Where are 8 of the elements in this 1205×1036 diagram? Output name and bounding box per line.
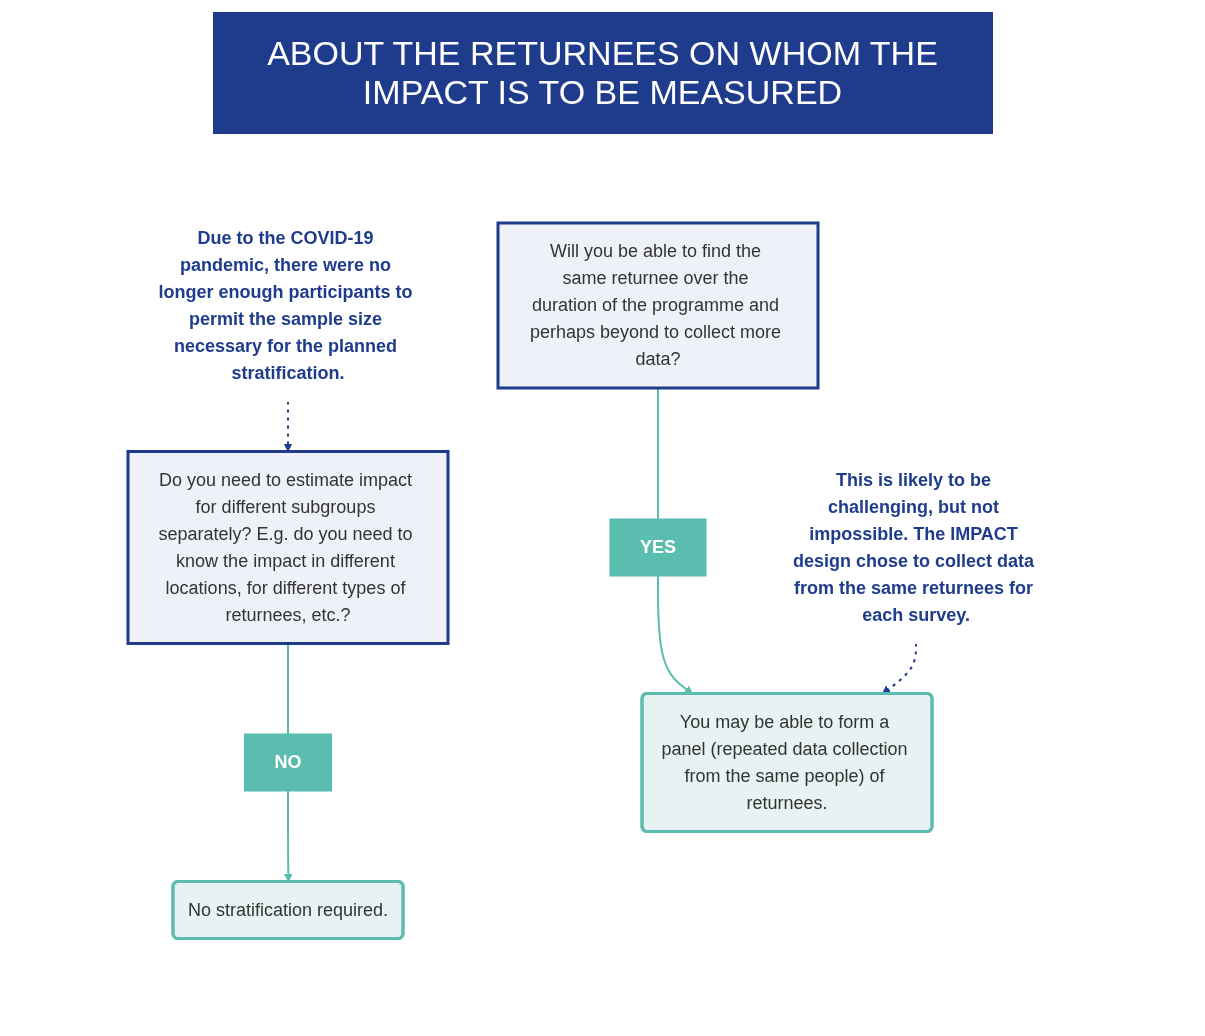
node-text: Due to the COVID-19 pandemic, there were no longer enough participants to permit the sample size necessary for the planned stratification. xyxy=(158,227,413,383)
node-text: This is likely to be challenging, but not impossible. The IMPACT design chose to collect data from the same returnees for each survey. xyxy=(793,469,1035,625)
node-box: Will you be able to find the same returnee over the duration of the programme and perhaps beyond to collect more data? xyxy=(497,221,820,390)
node-box: NO xyxy=(244,733,333,792)
title-banner: ABOUT THE RETURNEES ON WHOM THE IMPACT IS TO BE MEASURED xyxy=(212,12,993,134)
node-box: Do you need to estimate impact for different subgroups separately? E.g. do you need to know the impact in different locations, for different types of returnees, etc.? xyxy=(126,450,450,645)
node-box: YES xyxy=(609,518,707,577)
arrow xyxy=(284,400,293,452)
